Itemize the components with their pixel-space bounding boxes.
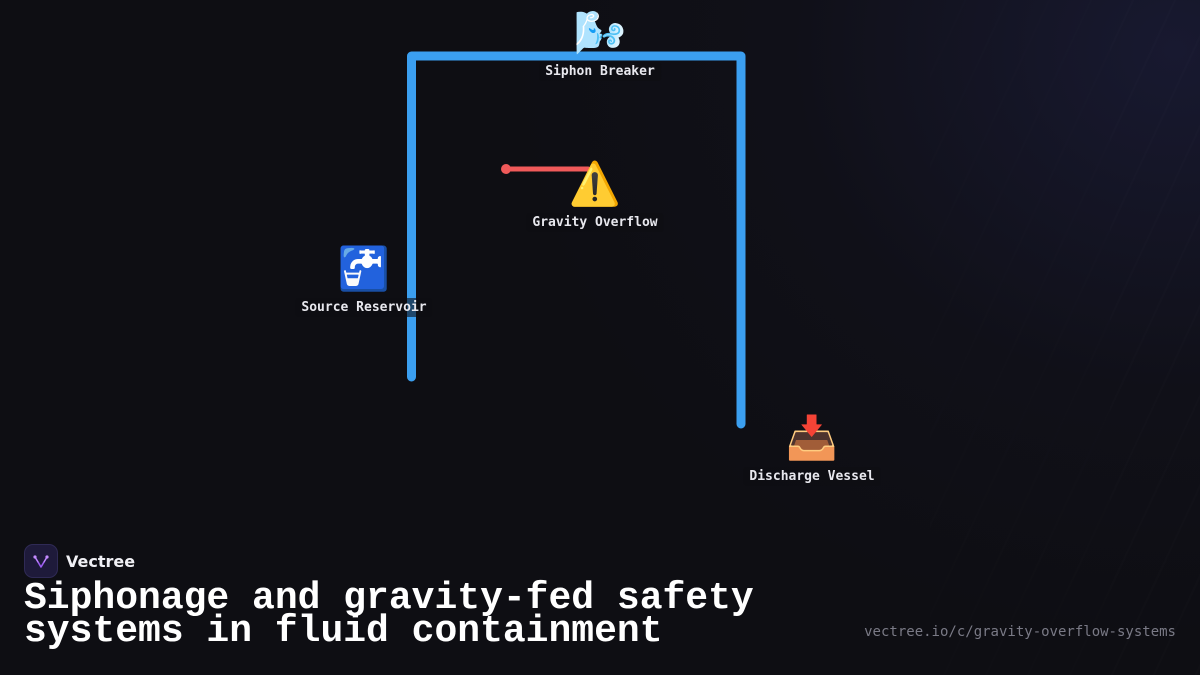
brand-name: Vectree [66, 551, 136, 571]
brand-logo-icon [24, 544, 58, 578]
node-siphon-breaker: 🌬️ Siphon Breaker [539, 8, 661, 81]
wind-face-icon: 🌬️ [573, 8, 627, 57]
inbox-tray-icon: 📥 [785, 413, 839, 462]
overflow-endpoint [501, 164, 511, 174]
node-label: Gravity Overflow [526, 213, 664, 232]
node-label: Source Reservoir [295, 298, 433, 317]
footer-url[interactable]: vectree.io/c/gravity-overflow-systems [864, 624, 1176, 640]
siphon-pipe [407, 51, 746, 429]
node-label: Siphon Breaker [539, 62, 661, 81]
potable-water-icon: 🚰 [337, 244, 391, 293]
node-source-reservoir: 🚰 Source Reservoir [295, 244, 433, 317]
node-discharge-vessel: 📥 Discharge Vessel [743, 413, 881, 486]
headline: Siphonage and gravity-fed safety systems… [24, 577, 754, 653]
brand[interactable]: Vectree [24, 544, 135, 578]
warning-icon: ⚠️ [568, 159, 622, 208]
node-label: Discharge Vessel [743, 467, 881, 486]
node-gravity-overflow: ⚠️ Gravity Overflow [526, 159, 664, 232]
